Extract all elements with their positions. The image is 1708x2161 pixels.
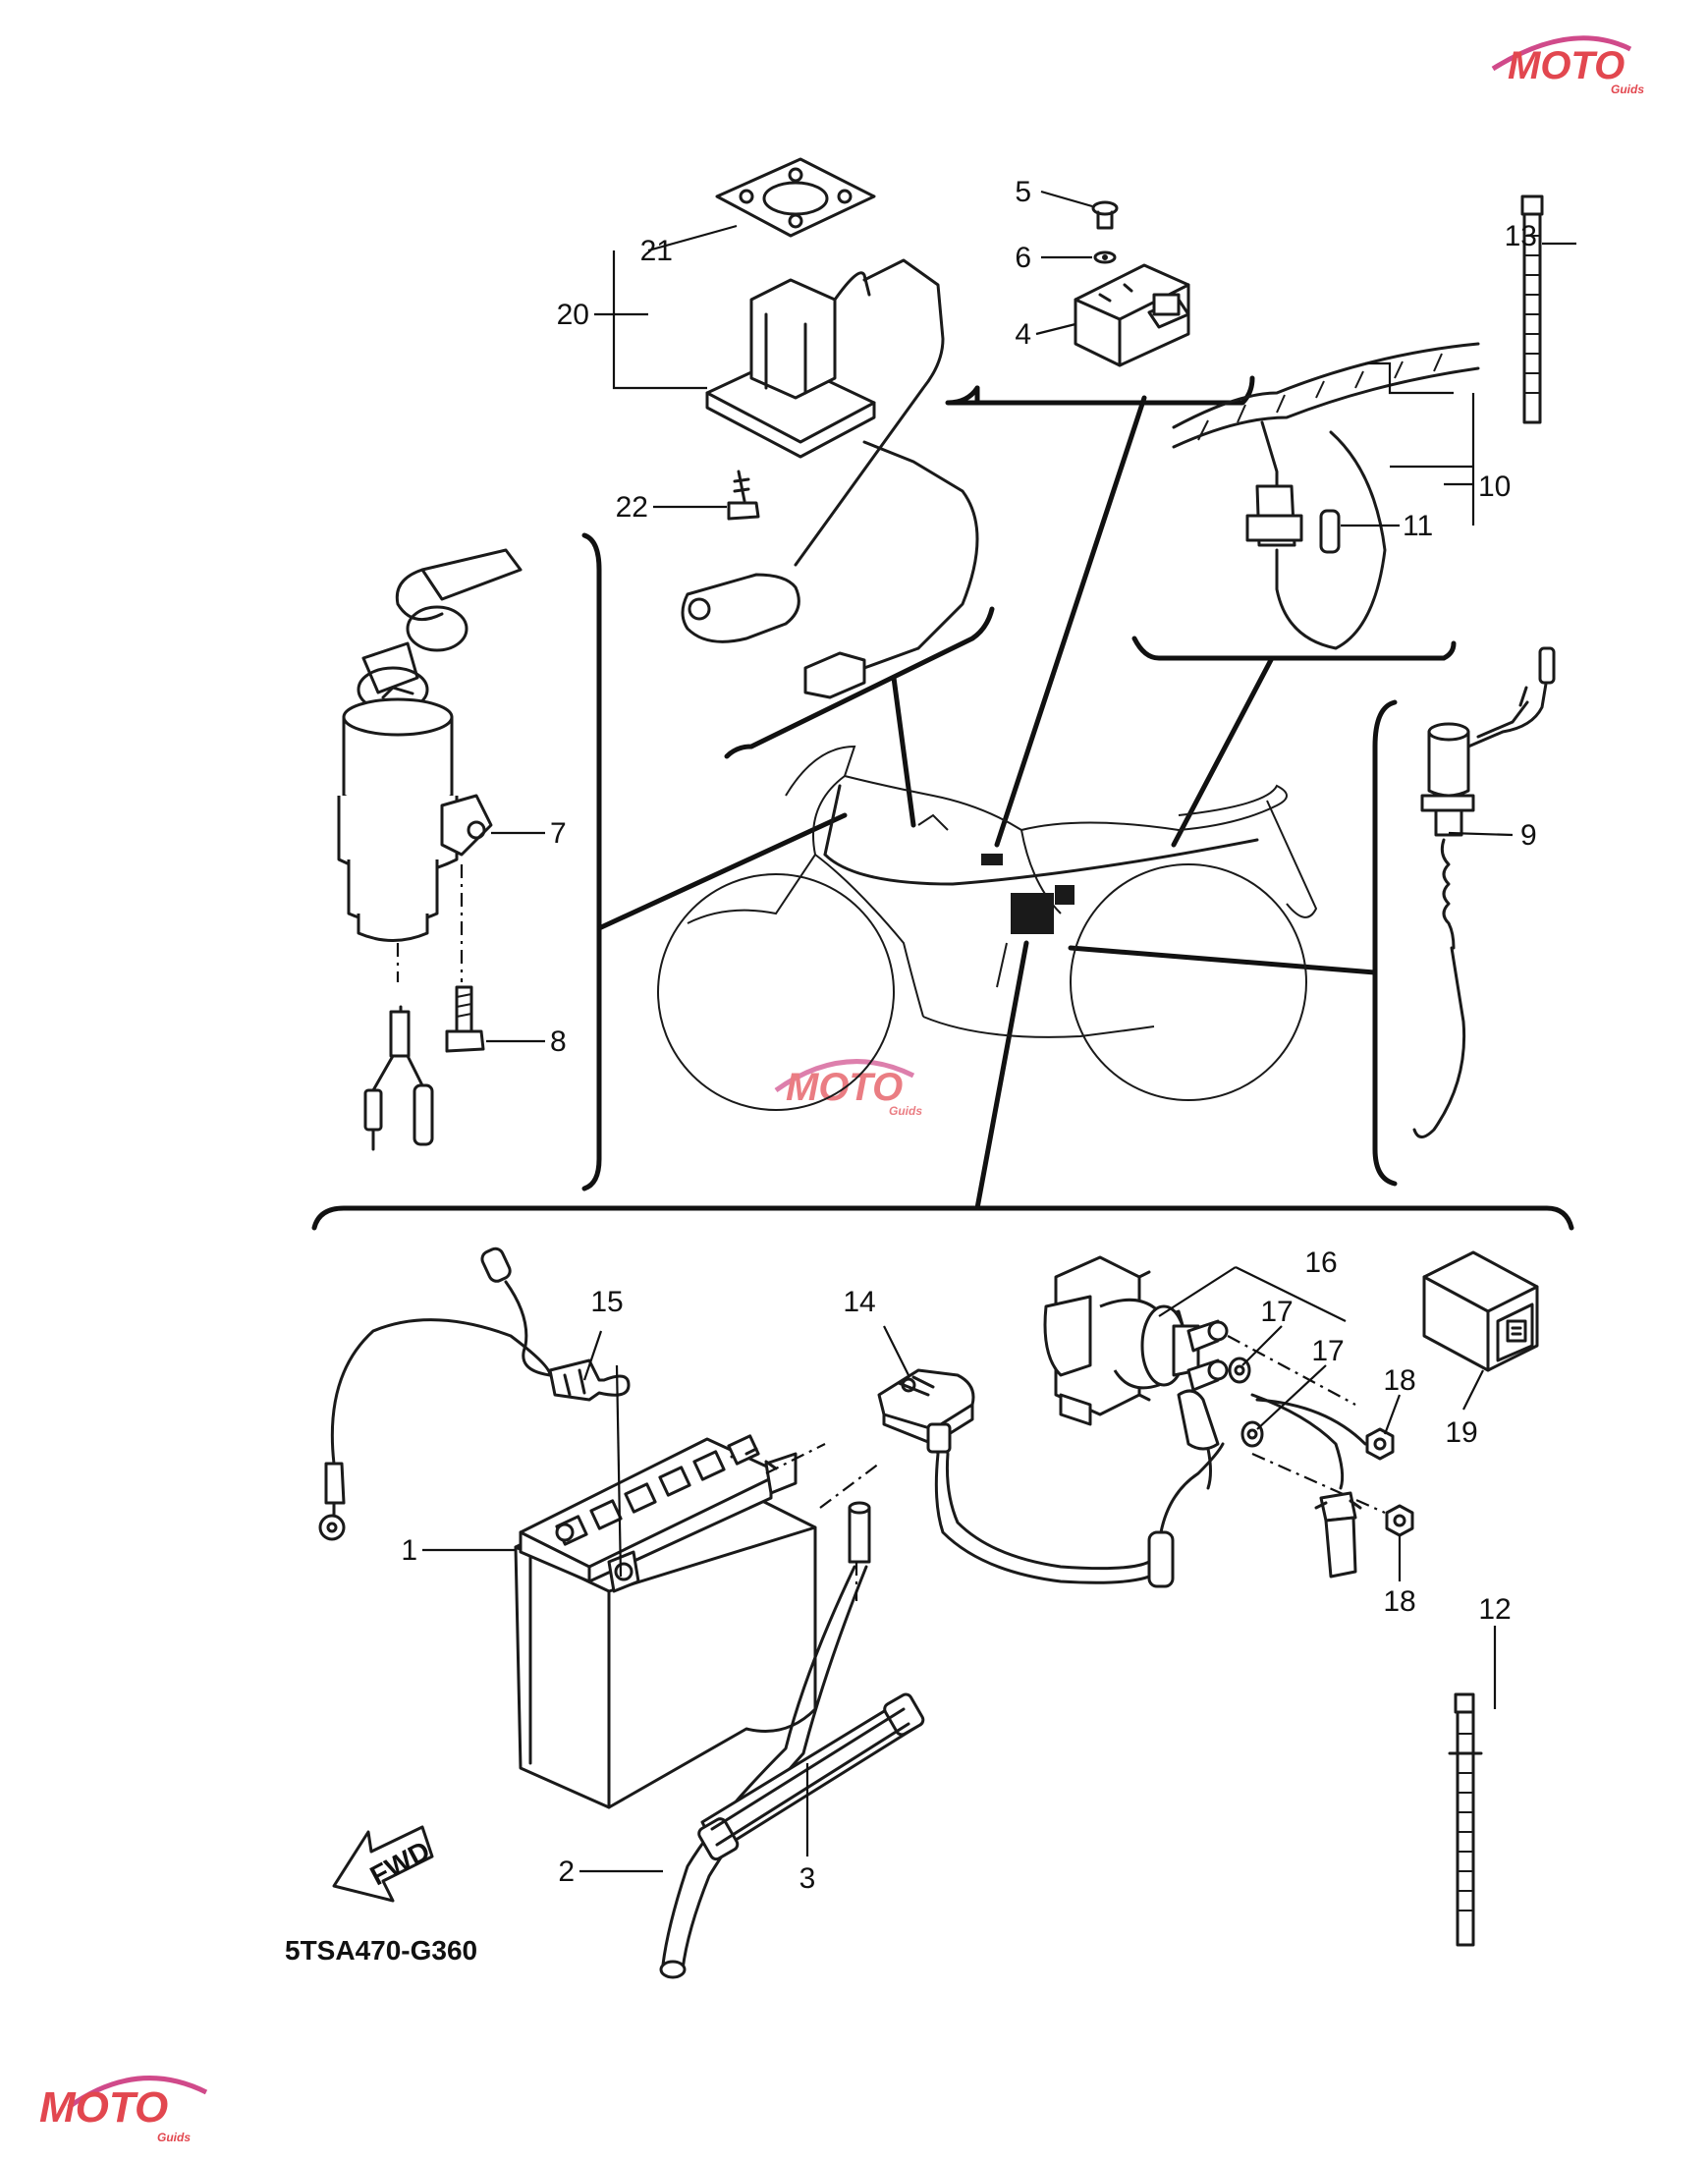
watermark-sub: Guids bbox=[1611, 83, 1644, 96]
callout-2: 2 bbox=[558, 1856, 575, 1888]
part-7-main-switch bbox=[337, 548, 523, 942]
part-7-harness bbox=[363, 943, 434, 1151]
part-12-cable-tie bbox=[1448, 1692, 1483, 1947]
part-1-battery bbox=[514, 1434, 817, 1809]
rear-wheel bbox=[1070, 863, 1307, 1101]
part-8-bolt bbox=[445, 864, 485, 1053]
fuse bbox=[1319, 509, 1341, 554]
vent-guide-line bbox=[765, 1443, 880, 1509]
callout-1: 1 bbox=[401, 1534, 417, 1567]
callout-21: 21 bbox=[640, 235, 673, 267]
part-16-starter-relay bbox=[1043, 1255, 1229, 1490]
callout-13: 13 bbox=[1505, 220, 1537, 252]
part-21-gasket bbox=[715, 157, 876, 238]
part-17-nut-lower bbox=[1240, 1420, 1264, 1448]
callout-12: 12 bbox=[1478, 1593, 1511, 1626]
component-on-bike bbox=[1011, 893, 1054, 934]
forward-direction-arrow: FWD bbox=[332, 1825, 435, 1903]
callout-18-upper: 18 bbox=[1383, 1364, 1415, 1397]
part-11-fuse-holder bbox=[1245, 430, 1387, 650]
callout-6: 6 bbox=[1015, 242, 1031, 274]
part-6-washer bbox=[1093, 250, 1117, 264]
callout-15: 15 bbox=[590, 1286, 623, 1318]
callout-14: 14 bbox=[843, 1286, 875, 1318]
part-9-switch-sensor bbox=[1412, 646, 1556, 1138]
callout-4: 4 bbox=[1015, 318, 1031, 351]
callout-3: 3 bbox=[799, 1862, 816, 1895]
callout-17-upper: 17 bbox=[1260, 1296, 1293, 1328]
callout-9: 9 bbox=[1520, 819, 1537, 852]
watermark-sub: Guids bbox=[889, 1104, 922, 1118]
callout-19: 19 bbox=[1445, 1416, 1477, 1449]
bracket-sensor bbox=[1372, 699, 1398, 1187]
relay-wires bbox=[1227, 1335, 1386, 1579]
front-wheel bbox=[657, 873, 895, 1111]
group-brackets bbox=[311, 375, 1574, 1231]
callout-8: 8 bbox=[550, 1025, 567, 1058]
bracket-ignition bbox=[581, 532, 602, 1191]
callout-7: 7 bbox=[550, 817, 567, 850]
callout-16: 16 bbox=[1304, 1247, 1337, 1279]
bracket-fuel-sender bbox=[724, 606, 995, 759]
watermark-top-right: MOTO Guids bbox=[1491, 35, 1644, 96]
watermark-brand: MOTO bbox=[39, 2083, 168, 2132]
diagram-code: 5TSA470-G360 bbox=[285, 1935, 477, 1966]
callout-5: 5 bbox=[1015, 176, 1031, 208]
part-18-nut-lower bbox=[1385, 1504, 1414, 1537]
bracket-fuse bbox=[1131, 636, 1457, 661]
part-5-screw bbox=[1091, 200, 1119, 230]
part-20-fuel-sender bbox=[681, 258, 979, 699]
callout-numbers: 1 2 3 4 5 6 7 8 9 10 11 12 13 14 15 16 1… bbox=[401, 176, 1537, 1895]
callout-18-lower: 18 bbox=[1383, 1585, 1415, 1618]
part-19-relay-unit bbox=[1422, 1250, 1539, 1372]
bracket-relay-top bbox=[945, 375, 1255, 406]
harness-on-bike bbox=[823, 838, 1259, 886]
callout-22: 22 bbox=[616, 491, 648, 524]
motorcycle-outline bbox=[657, 745, 1318, 1111]
callout-17-lower: 17 bbox=[1311, 1335, 1344, 1367]
part-14-terminal-cover bbox=[877, 1368, 975, 1446]
bracket-lower-group bbox=[311, 1205, 1574, 1231]
part-13-cable-tie bbox=[1520, 194, 1544, 424]
watermark-center: MOTO Guids bbox=[774, 1059, 922, 1118]
watermark-brand: MOTO bbox=[1508, 44, 1625, 87]
starter-cable bbox=[926, 1422, 1225, 1588]
watermark-sub: Guids bbox=[157, 2131, 191, 2144]
part-22-screw bbox=[727, 470, 760, 521]
callout-11: 11 bbox=[1403, 510, 1433, 542]
callout-20: 20 bbox=[557, 299, 589, 331]
part-4-relay bbox=[1074, 263, 1190, 367]
part-15-battery-lead bbox=[318, 1247, 631, 1541]
part-18-nut-upper bbox=[1365, 1427, 1395, 1461]
watermark-bottom-left: MOTO Guids bbox=[39, 2076, 208, 2144]
callout-10: 10 bbox=[1478, 471, 1511, 503]
part-10-wire-harness bbox=[1172, 342, 1480, 513]
leader-lines bbox=[422, 190, 1576, 1873]
